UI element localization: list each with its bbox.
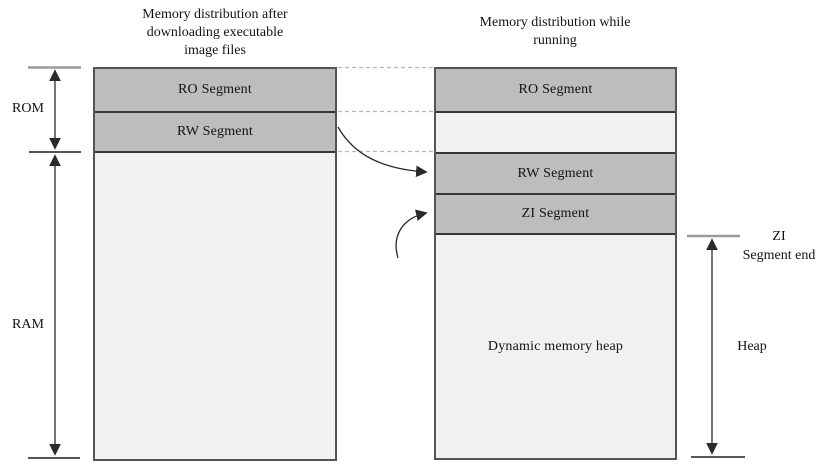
right-zi-segment-label: ZI Segment	[521, 206, 590, 221]
zi-segment-end-label: ZI Segment end	[716, 227, 829, 265]
heap-label: Heap	[737, 339, 767, 354]
zi-segment-end-line-1: ZI	[772, 229, 786, 244]
left-column-title: Memory distribution after downloading ex…	[108, 6, 322, 60]
right-rw-segment-label: RW Segment	[517, 165, 594, 181]
left-title-line-1: Memory distribution after	[142, 7, 288, 22]
zi-segment-end-line-2: Segment end	[742, 248, 816, 263]
right-heap-segment-label: Dynamic memory heap	[487, 338, 624, 354]
left-ro-segment-label: RO Segment	[178, 82, 252, 97]
left-rw-segment-label: RW Segment	[176, 124, 254, 139]
left-rw-segment: RW Segment	[95, 113, 335, 153]
rw-copy-arrow	[337, 126, 428, 178]
left-memory-column: RO Segment RW Segment	[93, 67, 337, 461]
right-ro-segment: RO Segment	[436, 69, 675, 113]
right-gap-area	[436, 113, 675, 154]
right-zi-segment: ZI Segment	[436, 195, 675, 235]
zi-create-arrow	[395, 209, 428, 259]
right-column-title: Memory distribution while running	[448, 14, 662, 50]
ram-label: RAM	[12, 317, 44, 332]
right-title-line-2: running	[533, 33, 577, 48]
left-empty-ram-area	[95, 153, 335, 459]
right-heap-segment: Dynamic memory heap	[436, 235, 675, 458]
left-title-line-2: downloading executable	[146, 25, 284, 40]
rom-label: ROM	[12, 101, 44, 116]
right-ro-segment-label: RO Segment	[518, 82, 593, 97]
left-ro-segment: RO Segment	[95, 69, 335, 113]
right-rw-segment: RW Segment	[436, 154, 675, 195]
left-title-line-3: image files	[184, 43, 246, 58]
right-memory-column: RO Segment RW Segment ZI Segment Dynamic…	[434, 67, 677, 460]
right-title-line-1: Memory distribution while	[479, 15, 631, 30]
